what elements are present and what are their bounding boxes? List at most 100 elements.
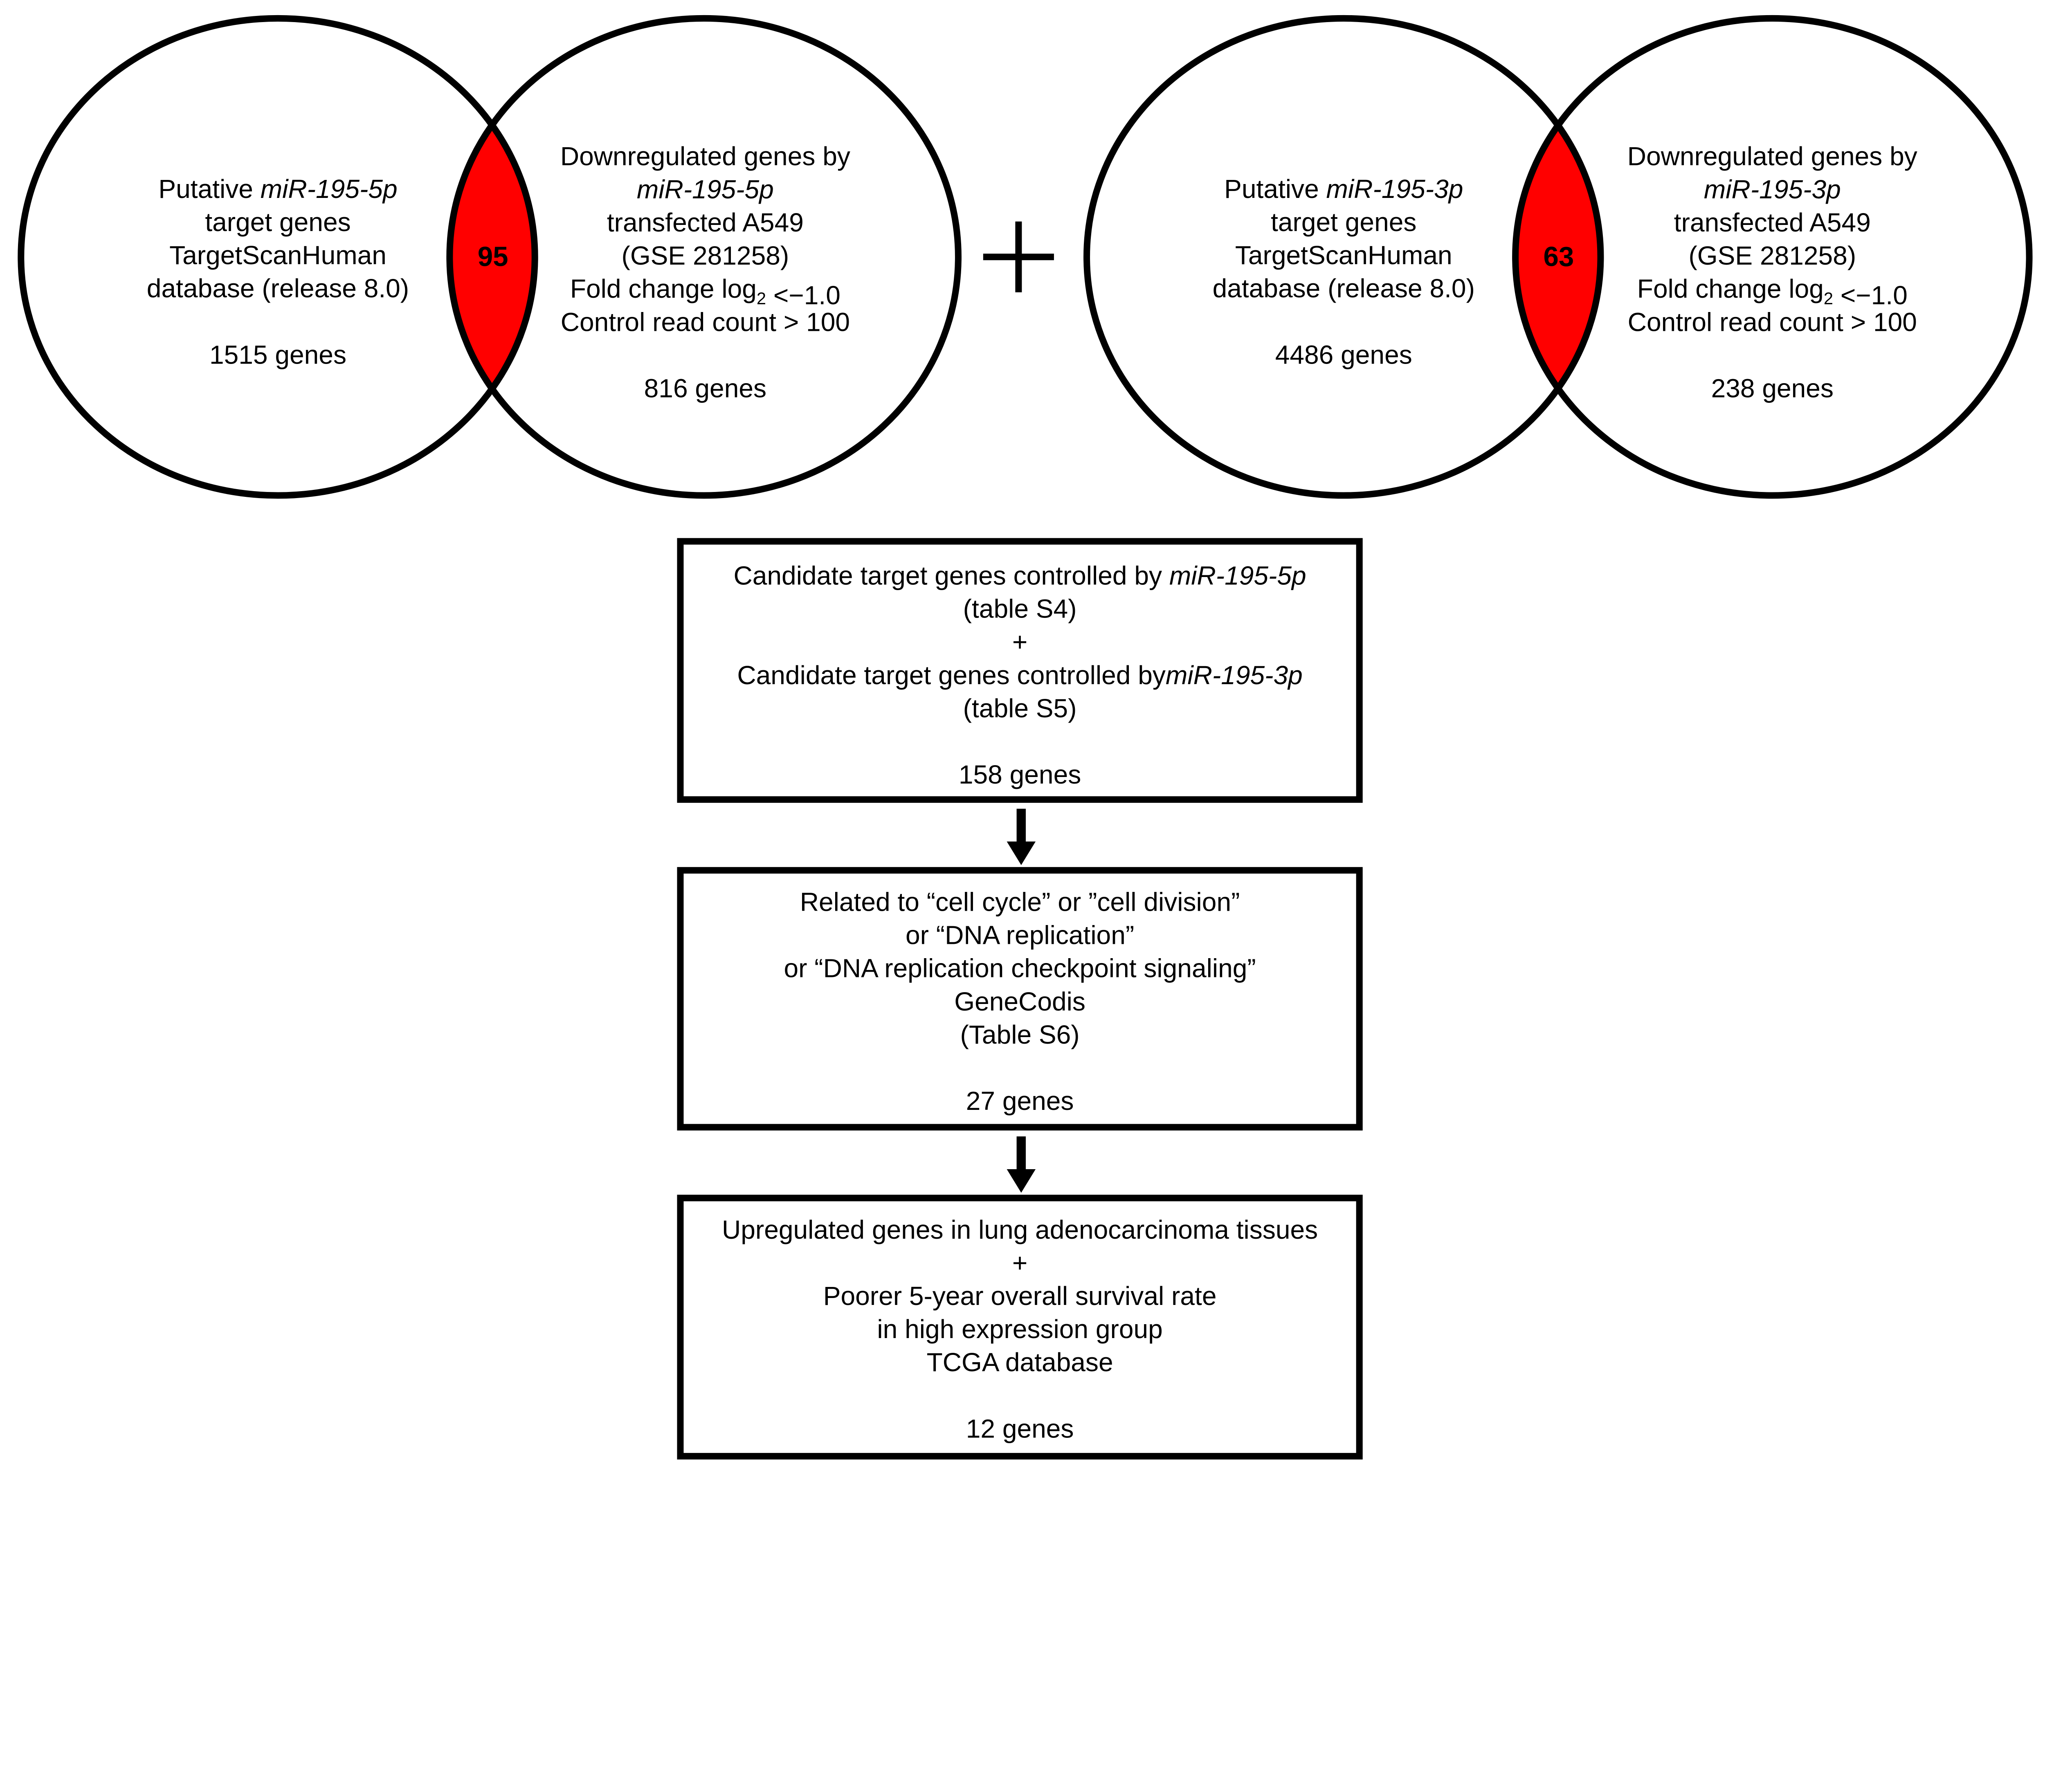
text-segment: GeneCodis: [954, 987, 1085, 1016]
text-segment: Downregulated genes by: [560, 141, 850, 171]
venn-right-overlap-count: 63: [1543, 242, 1574, 272]
text-line: GeneCodis: [954, 987, 1085, 1016]
text-line: Fold change log2 <−1.0: [570, 274, 840, 310]
text-segment: Downregulated genes by: [1627, 141, 1917, 171]
text-segment: Poorer 5-year overall survival rate: [823, 1281, 1217, 1311]
box-tcga-genes-text: Upregulated genes in lung adenocarcinoma…: [722, 1215, 1318, 1444]
text-line: transfected A549: [1674, 208, 1871, 237]
text-line: Candidate target genes controlled by miR…: [733, 561, 1306, 590]
text-segment: transfected A549: [1674, 208, 1871, 237]
text-segment: Control read count > 100: [561, 307, 850, 337]
box-tcga-genes: Upregulated genes in lung adenocarcinoma…: [677, 1195, 1363, 1460]
italic-gene-name: miR-195-3p: [1704, 175, 1841, 204]
text-line: Poorer 5-year overall survival rate: [823, 1281, 1217, 1311]
text-line: 12 genes: [966, 1414, 1074, 1443]
box-candidate-genes-text: Candidate target genes controlled by miR…: [733, 561, 1306, 789]
text-line: Control read count > 100: [1628, 307, 1917, 337]
text-segment: Candidate target genes controlled by: [733, 561, 1169, 590]
text-segment: target genes: [1271, 207, 1416, 237]
venn-left-overlap-count: 95: [478, 242, 508, 272]
subscript: 2: [1824, 289, 1833, 308]
text-segment: TargetScanHuman: [1235, 240, 1452, 270]
text-line: miR-195-5p: [637, 175, 774, 204]
text-segment: or “DNA replication checkpoint signaling…: [784, 954, 1256, 983]
text-segment: 27 genes: [966, 1086, 1074, 1116]
box-cell-cycle-genes: Related to “cell cycle” or ”cell divisio…: [677, 867, 1363, 1131]
text-line: Putative miR-195-3p: [1224, 174, 1463, 204]
box-candidate-genes: Candidate target genes controlled by miR…: [677, 538, 1363, 803]
text-line: 1515 genes: [209, 340, 346, 369]
venn-right-set-b-circle: [1512, 15, 2033, 499]
subscript: 2: [757, 289, 766, 308]
italic-gene-name: miR-195-5p: [1169, 561, 1306, 590]
text-line: Downregulated genes by: [560, 141, 850, 171]
text-line: Downregulated genes by: [1627, 141, 1917, 171]
text-line: database (release 8.0): [1213, 274, 1475, 303]
text-segment: 12 genes: [966, 1414, 1074, 1443]
text-segment: Control read count > 100: [1628, 307, 1917, 337]
text-line: in high expression group: [877, 1314, 1162, 1344]
text-line: or “DNA replication”: [906, 921, 1134, 950]
text-segment: database (release 8.0): [1213, 274, 1475, 303]
text-segment: Candidate target genes controlled by: [737, 660, 1166, 690]
text-segment: (Table S6): [960, 1020, 1080, 1049]
text-segment: Fold change log: [1637, 274, 1824, 303]
text-line: Putative miR-195-5p: [158, 174, 397, 204]
text-line: Related to “cell cycle” or ”cell divisio…: [800, 887, 1240, 917]
text-line: target genes: [1271, 207, 1416, 237]
text-line: miR-195-3p: [1704, 175, 1841, 204]
text-segment: Upregulated genes in lung adenocarcinoma…: [722, 1215, 1318, 1244]
venn-left-set-a-circle: [18, 15, 538, 499]
text-segment: 158 genes: [959, 760, 1081, 789]
venn-left-set-b-label: Downregulated genes by miR-195-5p transfec…: [560, 141, 850, 403]
text-segment: +: [1012, 1248, 1027, 1278]
italic-gene-name: miR-195-5p: [261, 174, 398, 204]
text-segment: 1515 genes: [209, 340, 346, 369]
text-segment: (table S4): [963, 594, 1077, 624]
arrow-down-icon: [1007, 1136, 1036, 1193]
text-line: +: [1012, 1248, 1027, 1278]
text-segment: TargetScanHuman: [169, 240, 387, 270]
text-segment: or “DNA replication”: [906, 921, 1134, 950]
text-line: or “DNA replication checkpoint signaling…: [784, 954, 1256, 983]
text-segment: 816 genes: [644, 373, 766, 403]
text-segment: 4486 genes: [1275, 340, 1412, 369]
text-line: TargetScanHuman: [169, 240, 387, 270]
text-line: 158 genes: [959, 760, 1081, 789]
text-line: Fold change log2 <−1.0: [1637, 274, 1908, 310]
text-segment: in high expression group: [877, 1314, 1162, 1344]
italic-gene-name: miR-195-5p: [637, 175, 774, 204]
text-line: Control read count > 100: [561, 307, 850, 337]
italic-gene-name: miR-195-3p: [1166, 660, 1303, 690]
text-line: (table S5): [963, 694, 1077, 723]
text-segment: 238 genes: [1711, 373, 1834, 403]
text-segment: Putative: [1224, 174, 1326, 204]
text-line: 238 genes: [1711, 373, 1834, 403]
text-line: target genes: [205, 207, 351, 237]
text-line: (table S4): [963, 594, 1077, 624]
text-segment: (GSE 281258): [1688, 241, 1856, 270]
text-segment: transfected A549: [607, 208, 804, 237]
text-segment: (table S5): [963, 694, 1077, 723]
plus-icon: [983, 221, 1054, 292]
text-line: 4486 genes: [1275, 340, 1412, 369]
text-segment: TCGA database: [927, 1347, 1113, 1377]
text-segment: database (release 8.0): [147, 274, 409, 303]
venn-right-set-b-label: Downregulated genes by miR-195-3p transfec…: [1627, 141, 1917, 403]
text-segment: Fold change log: [570, 274, 757, 303]
text-segment: target genes: [205, 207, 351, 237]
text-line: TargetScanHuman: [1235, 240, 1452, 270]
text-line: Upregulated genes in lung adenocarcinoma…: [722, 1215, 1318, 1244]
text-segment: +: [1012, 627, 1027, 657]
venn-right-set-a-circle: [1083, 15, 1604, 499]
venn-left-set-b-circle: [446, 15, 962, 499]
text-line: TCGA database: [927, 1347, 1113, 1377]
italic-gene-name: miR-195-3p: [1326, 174, 1463, 204]
text-segment: (GSE 281258): [621, 241, 789, 270]
text-segment: <−1.0: [766, 281, 840, 310]
